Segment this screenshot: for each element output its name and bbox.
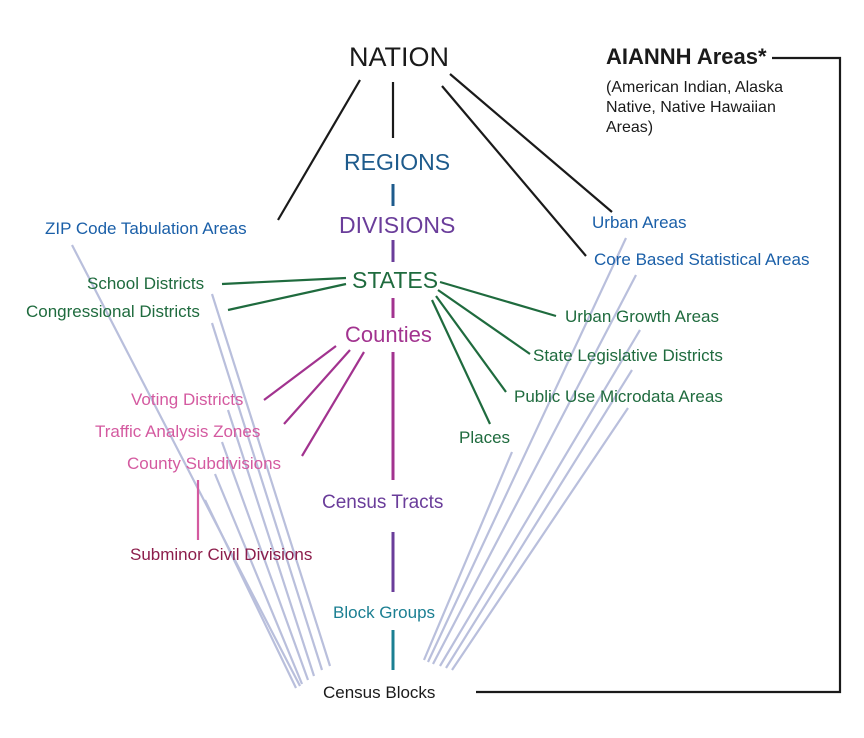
left-block-links: [71, 244, 332, 689]
regions-node: REGIONS: [344, 149, 451, 175]
states-links: [221, 276, 557, 425]
counties-node: Counties: [345, 322, 432, 347]
nation-node: NATION: [349, 42, 449, 72]
traffic-analysis-zones-node: Traffic Analysis Zones: [95, 422, 261, 441]
block-groups-node: Block Groups: [333, 603, 436, 622]
cbsa-node: Core Based Statistical Areas: [594, 250, 810, 269]
aiannh-title: AIANNH Areas*: [606, 44, 767, 69]
state-legislative-districts-node: State Legislative Districts: [533, 346, 723, 365]
subminor-civil-divisions-node: Subminor Civil Divisions: [130, 545, 313, 564]
counties-links: [263, 345, 365, 457]
aiannh-description-line: Native, Native Hawaiian: [606, 99, 776, 116]
aiannh-description: (American Indian, Alaska Native, Native …: [606, 78, 783, 138]
census-blocks-node: Census Blocks: [323, 683, 436, 702]
urban-areas-node: Urban Areas: [592, 213, 687, 232]
congressional-districts-node: Congressional Districts: [26, 302, 200, 321]
zcta-node: ZIP Code Tabulation Areas: [45, 219, 247, 238]
census-tracts-node: Census Tracts: [322, 492, 444, 513]
aiannh-description-line: Areas): [606, 119, 654, 136]
nation-links: [277, 56, 842, 694]
voting-districts-node: Voting Districts: [131, 390, 244, 409]
urban-growth-areas-node: Urban Growth Areas: [565, 307, 720, 326]
right-block-links: [422, 237, 641, 671]
puma-node: Public Use Microdata Areas: [514, 387, 723, 406]
county-subdivisions-node: County Subdivisions: [127, 454, 282, 473]
places-node: Places: [459, 428, 511, 447]
school-districts-node: School Districts: [87, 274, 205, 293]
aiannh-description-line: (American Indian, Alaska: [606, 79, 783, 96]
states-node: STATES: [352, 267, 439, 293]
divisions-node: DIVISIONS: [339, 212, 456, 238]
